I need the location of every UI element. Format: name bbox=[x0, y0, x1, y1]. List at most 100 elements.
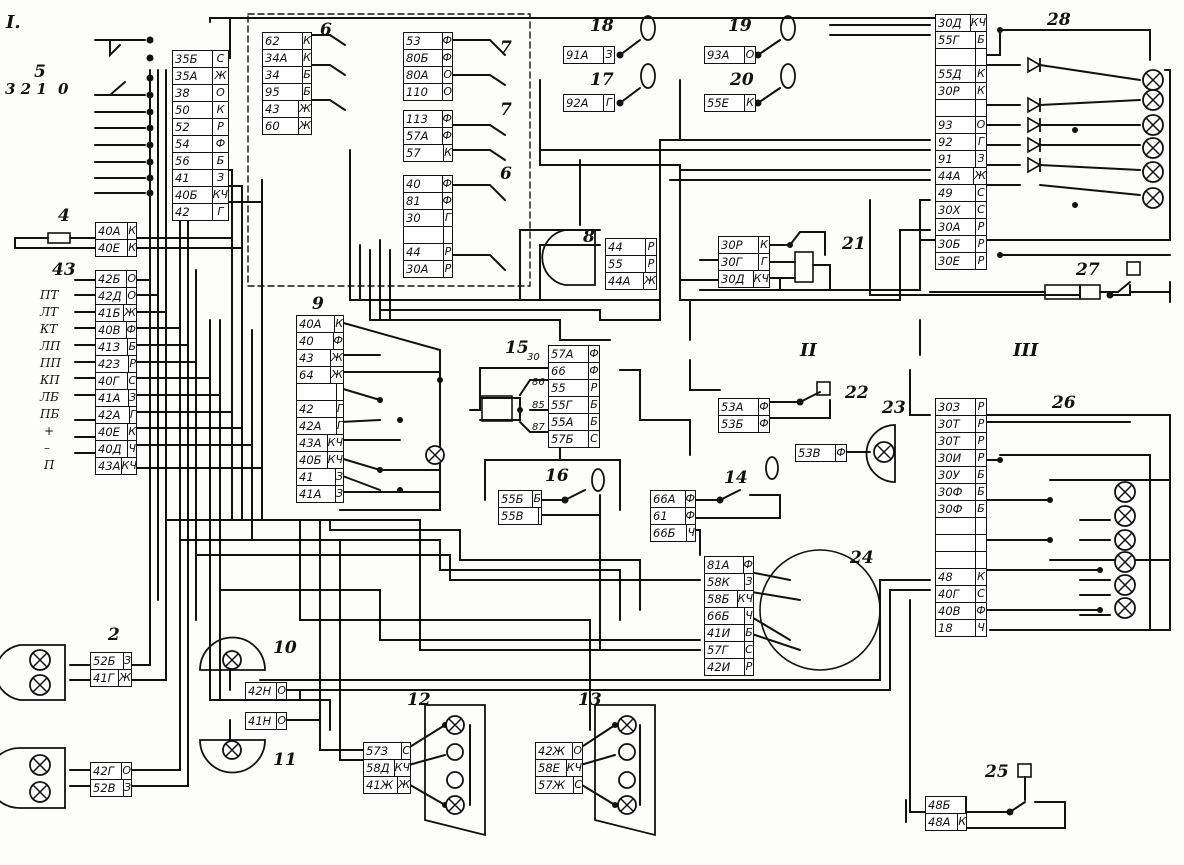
wire-number: 41Б bbox=[96, 305, 125, 321]
wire-number: 30Р bbox=[936, 83, 976, 99]
wire-color: Р bbox=[647, 240, 655, 253]
wire-color: С bbox=[590, 432, 598, 445]
wire-number: 44А bbox=[606, 273, 645, 289]
relay15-pin-86: 86 bbox=[532, 377, 545, 388]
wire-number bbox=[936, 49, 976, 65]
wire-number: 35Б bbox=[173, 51, 213, 67]
wire-number: 113 bbox=[404, 111, 443, 127]
wire-number: 66Б bbox=[705, 608, 745, 624]
wire-number: 57Б bbox=[549, 431, 589, 447]
label-24: 24 bbox=[850, 548, 874, 568]
label-16: 16 bbox=[545, 466, 569, 486]
wire-number: 92 bbox=[936, 134, 976, 150]
label-8: 8 bbox=[583, 227, 595, 247]
wire-number: 40Г bbox=[96, 373, 129, 389]
wire-number bbox=[404, 227, 444, 243]
wire-color: Г bbox=[760, 255, 768, 268]
wire-color: О bbox=[127, 289, 136, 302]
terminal-minus: – bbox=[44, 441, 50, 455]
wire-number: 48 bbox=[936, 569, 976, 585]
wire-color: З bbox=[977, 152, 985, 165]
wire-color: Б bbox=[977, 485, 985, 498]
wire-color: Б bbox=[977, 468, 985, 481]
wire-color: Ч bbox=[128, 442, 136, 455]
label-26: 26 bbox=[1052, 393, 1076, 413]
wire-color: Ф bbox=[759, 400, 769, 413]
wire-number: 53Б bbox=[719, 416, 759, 432]
wire-color: С bbox=[574, 778, 582, 791]
wire-number: 44 bbox=[606, 239, 646, 255]
wire-number: 41А bbox=[297, 486, 336, 502]
relay15-pin-30: 30 bbox=[527, 352, 540, 363]
wire-number: 55Е bbox=[705, 95, 745, 111]
wire-color: Ф bbox=[442, 51, 452, 64]
wire-color: Ф bbox=[836, 446, 846, 459]
wire-number: 18 bbox=[936, 620, 976, 636]
wire-color: КЧ bbox=[394, 761, 410, 774]
wire-color: Ф bbox=[126, 323, 136, 336]
wire-number: 30Т bbox=[936, 416, 976, 432]
block-row bbox=[936, 49, 986, 66]
wire-number: 40 bbox=[404, 176, 443, 192]
wire-number: 40 bbox=[297, 333, 334, 349]
terminal-kt: КТ bbox=[40, 322, 58, 336]
label-6a: 6 bbox=[320, 20, 332, 40]
label-6b: 6 bbox=[500, 164, 512, 184]
wire-color: К bbox=[303, 34, 311, 47]
wire-color: З bbox=[605, 48, 613, 61]
wire-number: 42И bbox=[705, 659, 745, 675]
wire-number: 30Ф bbox=[936, 484, 976, 500]
wire-number: 30Е bbox=[936, 253, 976, 269]
wire-color: Б bbox=[977, 502, 985, 515]
wire-number: 54 bbox=[173, 136, 213, 152]
wire-color: КЧ bbox=[737, 592, 753, 605]
wire-number: 93 bbox=[936, 117, 976, 133]
wire-color: Г bbox=[336, 419, 343, 432]
wire-number: 52В bbox=[91, 780, 124, 796]
wire-color: О bbox=[976, 118, 986, 131]
block-row bbox=[297, 384, 343, 401]
wire-color: Ф bbox=[743, 558, 753, 571]
wire-color: С bbox=[977, 587, 985, 600]
label-13: 13 bbox=[578, 690, 602, 710]
wire-color: Г bbox=[605, 96, 613, 109]
wire-color: Р bbox=[647, 257, 655, 270]
wire-color: Р bbox=[977, 451, 985, 464]
wire-color: Б bbox=[216, 154, 225, 167]
wire-color: Ч bbox=[687, 526, 695, 539]
wire-number: 42Н bbox=[246, 683, 278, 699]
wire-number: 61 bbox=[651, 508, 686, 524]
wire-number: 58Е bbox=[536, 760, 567, 776]
